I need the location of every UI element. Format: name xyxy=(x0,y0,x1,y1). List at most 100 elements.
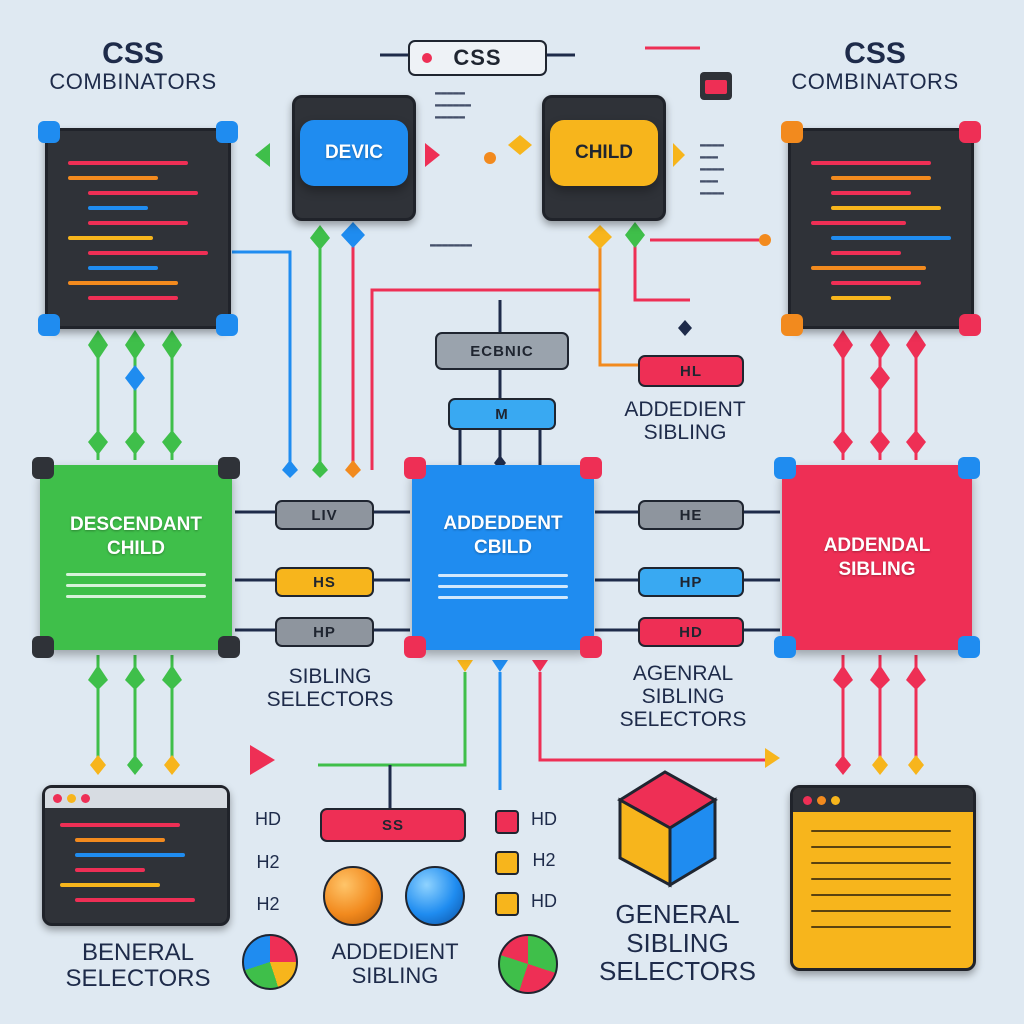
code-line xyxy=(831,251,901,255)
code-line xyxy=(68,236,153,240)
legend-right-3: HD xyxy=(531,891,557,911)
code-line xyxy=(88,266,158,270)
window-dot-yellow xyxy=(831,796,840,805)
code-line xyxy=(68,176,158,180)
corner-connector xyxy=(781,314,803,336)
corner-connector xyxy=(580,457,602,479)
descendant-child-card: DESCENDANT CHILD xyxy=(32,457,240,658)
devic-card-label: DEVIC xyxy=(324,142,384,164)
addedient-sibling-label: ADDEDIENT SIBLING xyxy=(600,398,770,444)
code-line xyxy=(75,853,185,857)
text-line xyxy=(811,846,951,848)
liv-pill-label: LIV xyxy=(311,506,338,524)
corner-connector xyxy=(218,457,240,479)
code-line xyxy=(88,206,148,210)
general-sibling-selectors-line2: SIBLING xyxy=(626,927,729,958)
window-dot-yellow xyxy=(67,794,76,803)
text-line xyxy=(811,862,951,864)
card-rule xyxy=(66,583,206,587)
hp-pill-left-label: HP xyxy=(313,623,336,641)
code-line xyxy=(88,191,198,195)
code-line xyxy=(831,296,891,300)
card-rule xyxy=(66,572,206,576)
addeddent-child-line2: CBILD xyxy=(473,537,533,558)
legend-left-2: H2 xyxy=(256,852,280,872)
agenral-line2: SIBLING xyxy=(641,685,725,709)
m-pill: M xyxy=(448,398,556,430)
code-line xyxy=(811,221,906,225)
corner-connector xyxy=(404,457,426,479)
mini-note: ▬▬▬▬▬▬▬▬▬▬▬▬▬▬▬▬ xyxy=(435,88,472,123)
general-selectors-line1: BENERAL xyxy=(81,939,195,966)
code-window-top-left xyxy=(38,121,238,336)
corner-connector xyxy=(218,636,240,658)
code-line xyxy=(88,296,178,300)
text-line xyxy=(811,910,951,912)
devic-card: DEVIC xyxy=(300,120,408,186)
ecbnic-pill: ECBNIC xyxy=(435,332,569,370)
legend-left-3: H2 xyxy=(256,894,280,914)
legend-right-1: HD xyxy=(531,809,557,829)
sibling-selectors-line1: SIBLING xyxy=(288,665,372,688)
corner-connector xyxy=(38,121,60,143)
code-line xyxy=(88,251,208,255)
card-rule xyxy=(438,573,568,577)
ss-pill-label: SS xyxy=(381,816,404,834)
code-line xyxy=(831,206,941,210)
corner-connector xyxy=(38,314,60,336)
hl-pill: HL xyxy=(638,355,744,387)
legend-left-1: HD xyxy=(255,809,281,829)
css-pill: CSS xyxy=(408,40,547,76)
addedient-sibling-line2: SIBLING xyxy=(643,421,727,445)
legend-chip-red xyxy=(495,810,519,834)
corner-connector xyxy=(958,636,980,658)
code-line xyxy=(811,266,926,270)
code-line xyxy=(831,176,931,180)
mini-note: ▬▬▬▬▬▬▬ xyxy=(430,240,473,251)
addeddent-child-card: ADDEDDENT CBILD xyxy=(404,457,602,658)
general-sibling-selectors-line1: GENERAL xyxy=(615,899,740,929)
blue-sphere-icon xyxy=(405,866,465,926)
he-pill: HE xyxy=(638,500,744,530)
general-selectors-line2: SELECTORS xyxy=(65,965,211,993)
corner-connector xyxy=(959,314,981,336)
addeddent-child-line1: ADDEDDENT xyxy=(443,513,563,535)
devic-card-frame: DEVIC xyxy=(292,95,416,221)
code-line xyxy=(75,898,195,902)
card-rule xyxy=(438,584,568,588)
code-line xyxy=(60,883,160,887)
browser-titlebar xyxy=(45,788,227,808)
legend-chip-yellow xyxy=(495,892,519,916)
text-line xyxy=(811,830,951,832)
code-line xyxy=(88,221,188,225)
code-line xyxy=(75,838,165,842)
child-card-frame: CHILD xyxy=(542,95,666,221)
agenral-sibling-label: AGENRAL SIBLING SELECTORS xyxy=(598,662,768,731)
window-dot-green xyxy=(81,794,90,803)
agenral-line1: AGENRAL xyxy=(632,662,734,685)
sibling-selectors-label: SIBLING SELECTORS xyxy=(245,665,415,711)
pie-chart-icon xyxy=(242,934,298,990)
hs-pill: HS xyxy=(275,567,374,597)
descendant-child-line2: CHILD xyxy=(106,538,166,559)
code-line xyxy=(68,161,188,165)
title-left-line2: COMBINATORS xyxy=(49,68,217,94)
corner-connector xyxy=(216,121,238,143)
corner-connector xyxy=(774,457,796,479)
browser-window-bottom-left xyxy=(42,785,230,926)
browser-titlebar xyxy=(793,788,973,812)
code-window-top-right xyxy=(781,121,981,336)
text-line xyxy=(811,894,951,896)
title-right-line1: CSS xyxy=(844,37,906,70)
title-right: CSS COMBINATORS xyxy=(770,38,980,93)
corner-connector xyxy=(959,121,981,143)
general-sibling-selectors-label: GENERAL SIBLING SELECTORS xyxy=(585,900,770,986)
code-line xyxy=(811,161,931,165)
addedent-sibling-bottom-label: ADDEDIENT SIBLING xyxy=(305,939,485,988)
window-dot-red xyxy=(53,794,62,803)
child-card: CHILD xyxy=(550,120,658,186)
hl-pill-label: HL xyxy=(680,362,702,380)
addedient-sibling-line1: ADDEDIENT xyxy=(624,398,746,421)
descendant-child-line1: DESCENDANT xyxy=(70,514,202,536)
title-right-line2: COMBINATORS xyxy=(791,68,959,94)
